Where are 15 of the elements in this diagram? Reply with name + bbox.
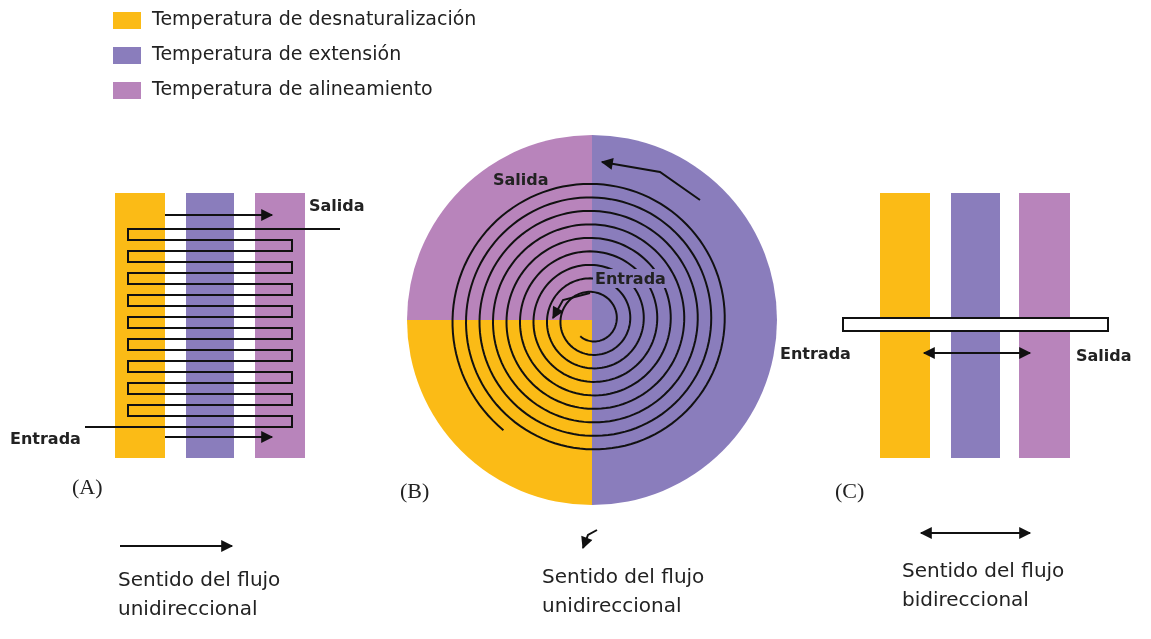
legend-text: Temperatura de desnaturalización: [152, 7, 477, 29]
port-label: Salida: [493, 170, 549, 189]
panel-label: (C): [835, 478, 865, 504]
port-label: Salida: [1076, 346, 1132, 365]
port-label: Entrada: [593, 269, 668, 288]
legend-text: Temperatura de extensión: [152, 42, 402, 64]
panel-label: (B): [400, 478, 430, 504]
port-label: Entrada: [780, 344, 851, 363]
panel-label: (A): [72, 474, 103, 500]
port-label: Salida: [309, 196, 365, 215]
flow-note: Sentido del flujo unidireccional: [542, 563, 706, 619]
flow-note: Sentido del flujo bidireccional: [902, 557, 1066, 613]
flow-note: Sentido del flujo unidireccional: [118, 566, 282, 622]
legend-text: Temperatura de alineamiento: [152, 77, 433, 99]
port-label: Entrada: [10, 429, 81, 448]
